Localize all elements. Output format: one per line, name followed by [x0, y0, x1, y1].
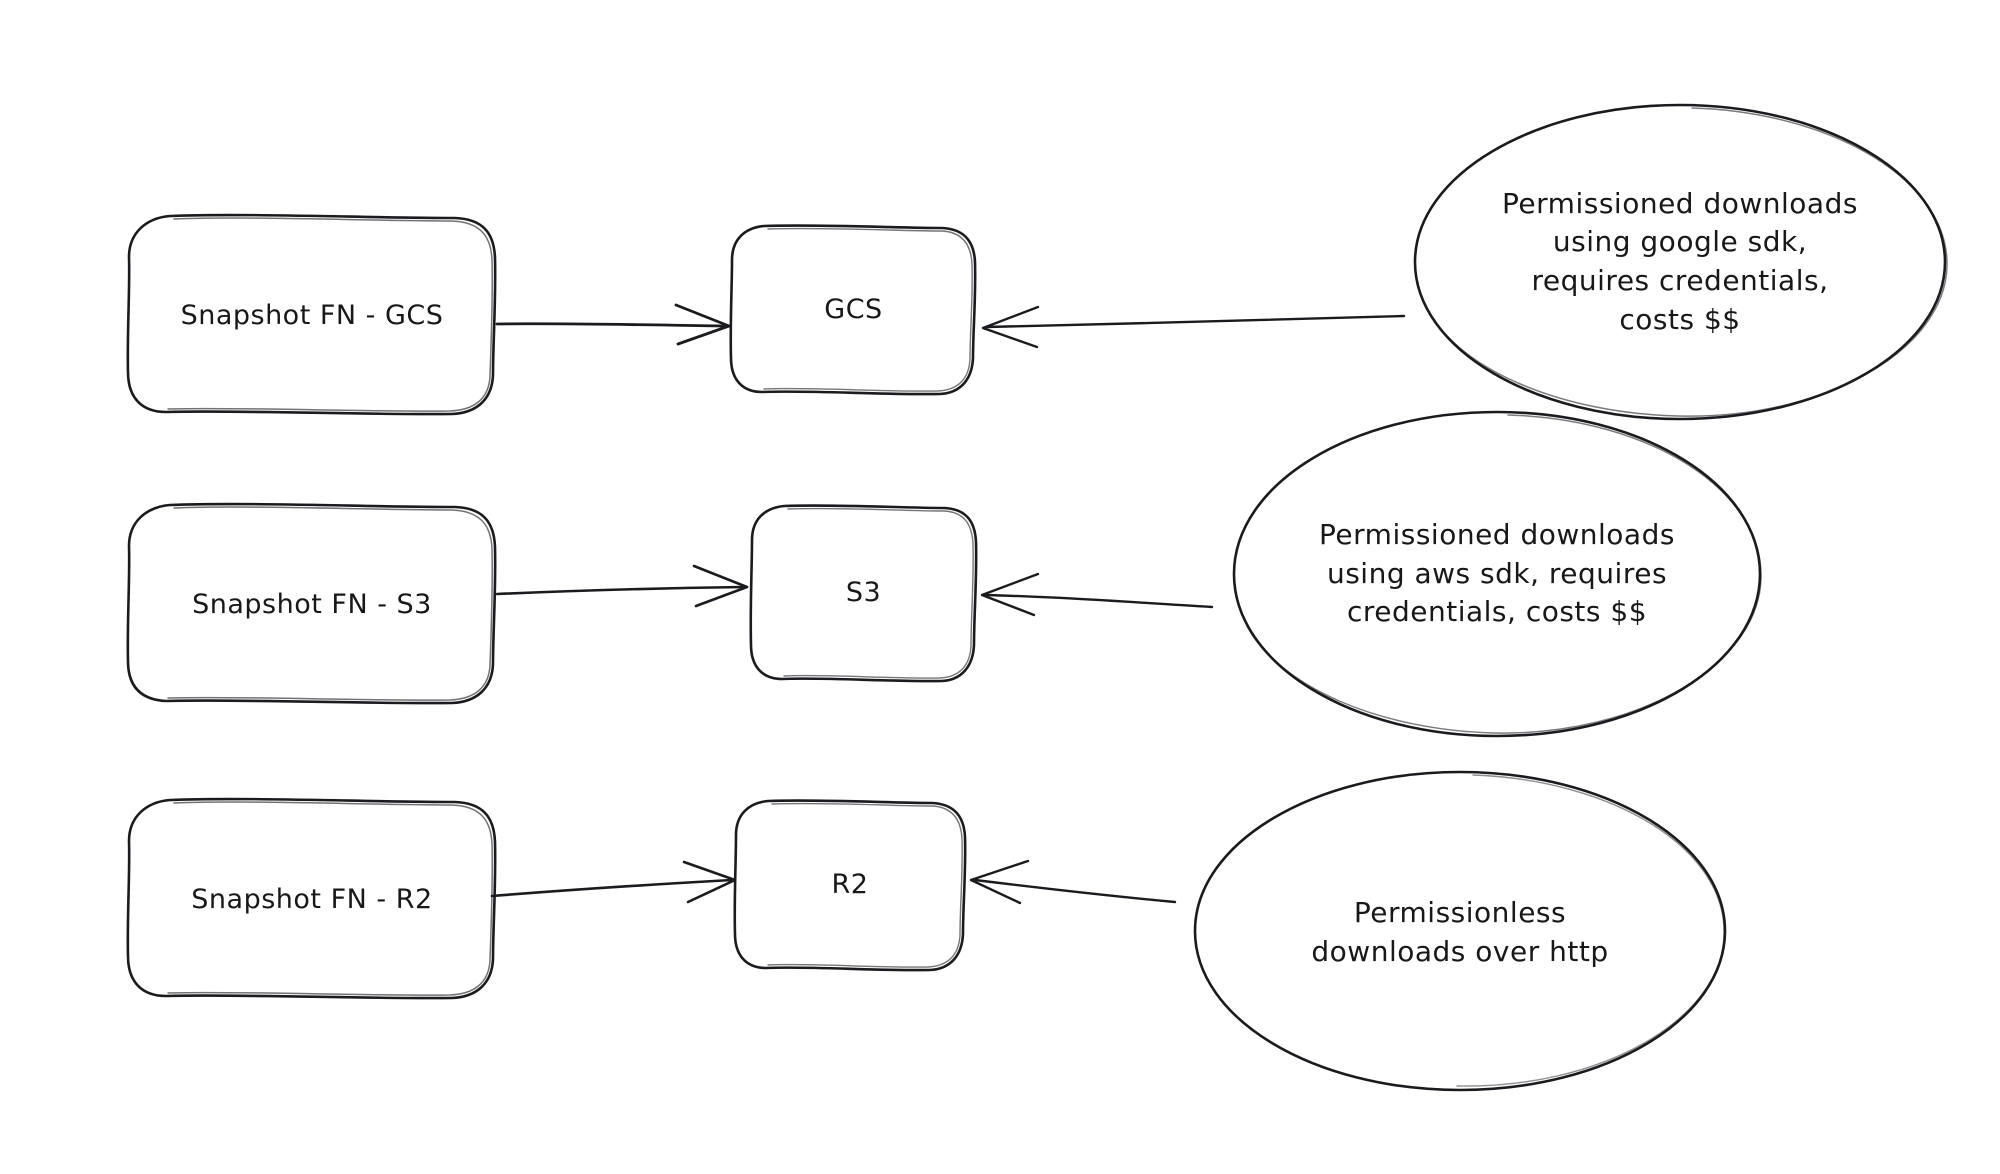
arrow-snapshot-gcs-to-gcs	[495, 303, 731, 346]
arrow-note-r2-to-r2	[969, 859, 1177, 905]
node-gcs-store[interactable]	[729, 224, 977, 396]
note-r2-ellipse[interactable]	[1193, 770, 1727, 1092]
node-r2-store[interactable]	[733, 799, 967, 972]
arrow-snapshot-s3-to-s3	[495, 564, 749, 608]
note-gcs-ellipse[interactable]	[1413, 103, 1948, 421]
node-snapshot-fn-gcs[interactable]	[126, 213, 497, 416]
arrow-note-s3-to-s3	[980, 572, 1214, 617]
node-snapshot-fn-s3[interactable]	[126, 502, 497, 705]
arrow-note-gcs-to-gcs	[981, 305, 1406, 349]
arrow-snapshot-r2-to-r2	[490, 860, 737, 904]
node-snapshot-fn-r2[interactable]	[126, 797, 497, 1000]
note-s3-ellipse[interactable]	[1232, 410, 1762, 738]
node-s3-store[interactable]	[749, 504, 978, 683]
